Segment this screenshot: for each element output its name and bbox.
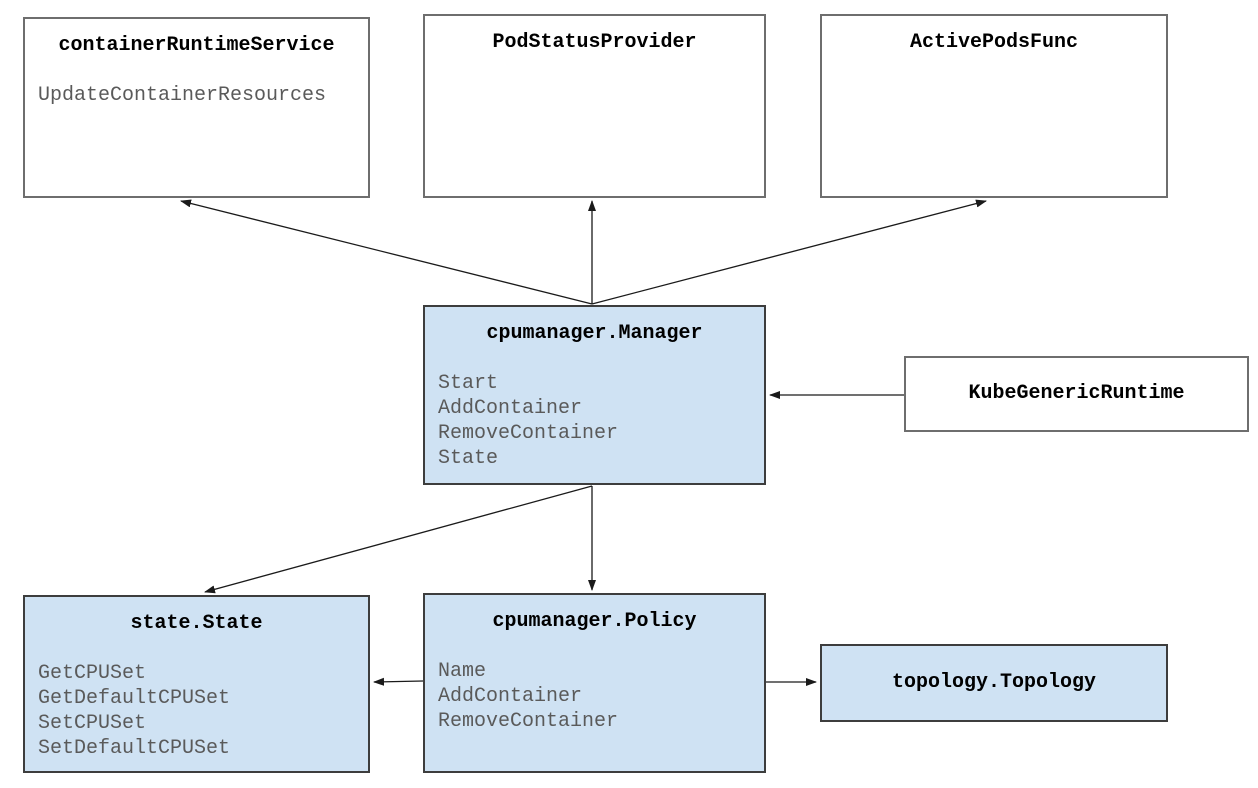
- node-title: KubeGenericRuntime: [968, 382, 1185, 405]
- method-label: SetCPUSet: [38, 712, 147, 735]
- node-pod-status-provider: PodStatusProvider: [423, 14, 766, 198]
- node-kube-generic-runtime: KubeGenericRuntime: [904, 356, 1249, 432]
- method-label: RemoveContainer: [438, 422, 619, 445]
- method-label: Name: [438, 660, 487, 683]
- edge-cpumanager-policy-to-state-state: [373, 677, 424, 686]
- node-topology-topology: topology.Topology: [820, 644, 1168, 722]
- method-label: GetDefaultCPUSet: [38, 687, 231, 710]
- method-label: State: [438, 447, 499, 470]
- method-label: Start: [438, 372, 499, 395]
- method-label: AddContainer: [438, 397, 583, 420]
- method-label: SetDefaultCPUSet: [38, 737, 231, 760]
- node-title: containerRuntimeService: [58, 34, 335, 57]
- edge-cpumanager-manager-to-active-pods-func: [591, 199, 987, 305]
- method-label: AddContainer: [438, 685, 583, 708]
- node-active-pods-func: ActivePodsFunc: [820, 14, 1168, 198]
- method-label: UpdateContainerResources: [38, 84, 327, 107]
- node-title: ActivePodsFunc: [909, 31, 1079, 54]
- node-title: PodStatusProvider: [492, 31, 697, 54]
- node-title: topology.Topology: [891, 671, 1097, 694]
- method-label: RemoveContainer: [438, 710, 619, 733]
- node-container-runtime-service: containerRuntimeService UpdateContainerR…: [23, 17, 370, 198]
- edge-cpumanager-manager-to-state-state: [204, 485, 593, 594]
- node-method-list: UpdateContainerResources: [38, 83, 368, 108]
- edge-cpumanager-manager-to-container-runtime-service: [180, 199, 593, 305]
- node-title: state.State: [130, 612, 263, 635]
- node-title: cpumanager.Policy: [492, 610, 697, 633]
- node-title: cpumanager.Manager: [486, 322, 703, 345]
- method-label: GetCPUSet: [38, 662, 147, 685]
